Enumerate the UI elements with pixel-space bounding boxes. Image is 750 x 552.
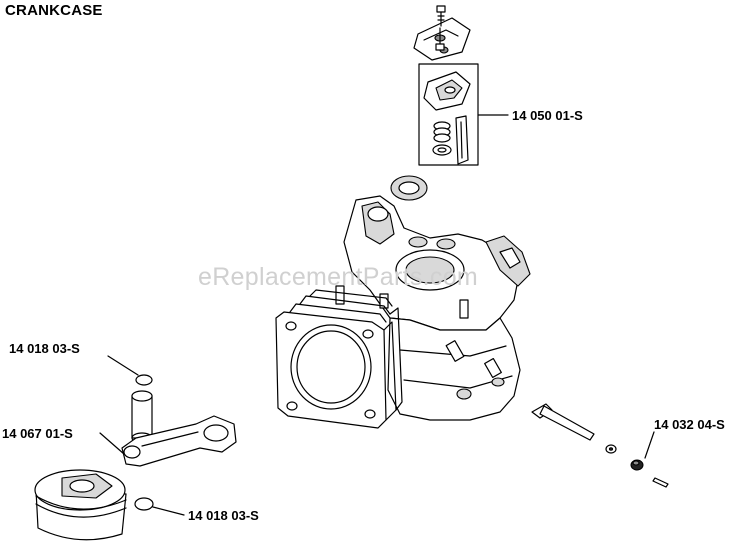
breather-bolt[interactable] <box>435 27 445 51</box>
diagram-title: CRANKCASE <box>5 2 103 19</box>
retaining-ring-bottom[interactable] <box>134 497 154 511</box>
governor-washer[interactable] <box>605 444 617 454</box>
crankcase[interactable] <box>275 195 531 429</box>
callout-retaining-ring-bottom[interactable]: 14 018 03-S <box>188 508 259 523</box>
breather-reed[interactable] <box>455 115 469 165</box>
leader-line-governor-kit <box>644 431 655 459</box>
callout-retaining-ring-top[interactable]: 14 018 03-S <box>9 341 80 356</box>
governor-shaft[interactable] <box>531 403 595 441</box>
leader-line-retaining-ring-bottom <box>152 506 185 516</box>
breather-gasket[interactable] <box>423 71 471 111</box>
connecting-rod[interactable] <box>121 415 237 467</box>
governor-pin[interactable] <box>652 477 669 488</box>
breather-spring[interactable] <box>433 121 451 143</box>
callout-connecting-rod[interactable]: 14 067 01-S <box>2 426 73 441</box>
breather-screw[interactable] <box>436 5 446 27</box>
governor-nut[interactable] <box>630 459 644 471</box>
leader-line-connecting-rod <box>99 432 125 455</box>
retaining-ring-top[interactable] <box>135 374 153 386</box>
oil-seal[interactable] <box>390 175 428 201</box>
breather-washer[interactable] <box>432 144 452 156</box>
watermark: eReplacementParts.com <box>198 263 479 291</box>
callout-breather-kit[interactable]: 14 050 01-S <box>512 108 583 123</box>
leader-line-retaining-ring-top <box>107 355 139 376</box>
breather-cover[interactable] <box>413 17 471 61</box>
callout-governor-shaft-kit[interactable]: 14 032 04-S <box>654 417 725 432</box>
piston[interactable] <box>34 469 127 541</box>
